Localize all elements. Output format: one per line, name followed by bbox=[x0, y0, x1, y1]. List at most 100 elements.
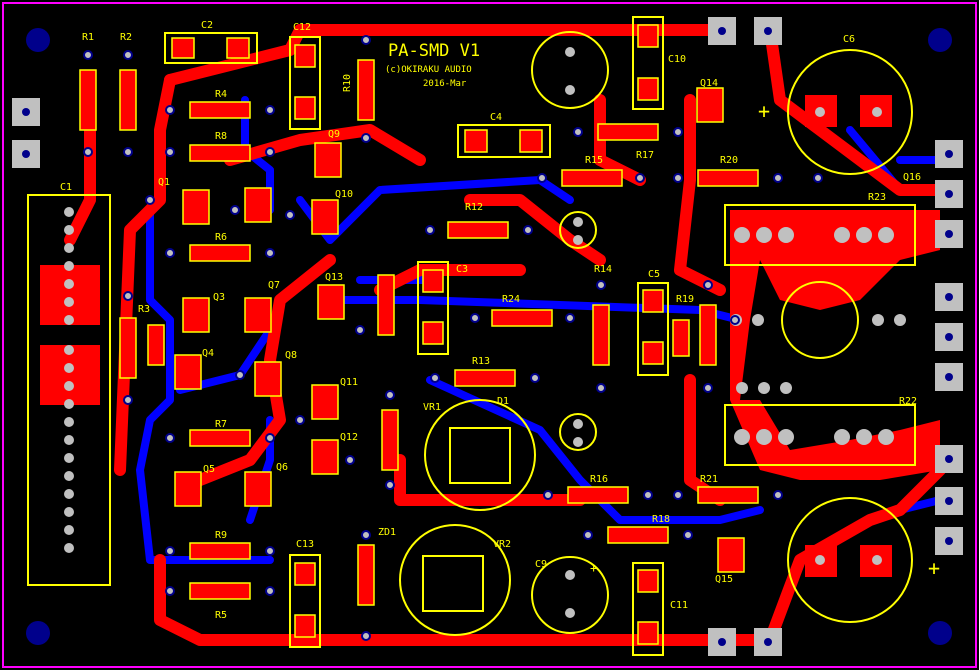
label-r1: R1 bbox=[82, 32, 94, 43]
d2-outline bbox=[559, 413, 597, 451]
vr2-body bbox=[422, 555, 484, 612]
smd-pads bbox=[79, 24, 759, 645]
label-plus-c9: + bbox=[590, 561, 597, 575]
label-plus-c6: + bbox=[758, 99, 770, 123]
vr1-body bbox=[449, 427, 511, 484]
label-c2: C2 bbox=[201, 20, 213, 31]
label-q4: Q4 bbox=[202, 348, 214, 359]
label-q12: Q12 bbox=[340, 432, 358, 443]
label-r4: R4 bbox=[215, 89, 227, 100]
label-r10: R10 bbox=[342, 74, 353, 92]
label-q5: Q5 bbox=[203, 464, 215, 475]
c10-outline bbox=[632, 16, 664, 110]
silkscreen bbox=[27, 16, 916, 656]
heatsink-ring bbox=[781, 281, 859, 359]
r22-outline bbox=[724, 404, 916, 466]
label-c11: C11 bbox=[670, 600, 688, 611]
c3-outline bbox=[417, 261, 449, 355]
label-c1: C1 bbox=[60, 182, 72, 193]
mounting-holes bbox=[26, 28, 952, 645]
label-q8: Q8 bbox=[285, 350, 297, 361]
label-r15: R15 bbox=[585, 155, 603, 166]
transistors bbox=[174, 87, 745, 573]
c1-pins bbox=[64, 207, 74, 553]
mount-hole-br bbox=[928, 621, 952, 645]
label-q1: Q1 bbox=[158, 177, 170, 188]
label-r8: R8 bbox=[215, 131, 227, 142]
label-c4: C4 bbox=[490, 112, 502, 123]
label-r13: R13 bbox=[472, 356, 490, 367]
vr2-outline bbox=[399, 524, 511, 636]
c8-outline bbox=[531, 31, 609, 109]
label-r12: R12 bbox=[465, 202, 483, 213]
label-r20: R20 bbox=[720, 155, 738, 166]
label-c6: C6 bbox=[843, 34, 855, 45]
label-q16: Q16 bbox=[903, 172, 921, 183]
label-c10: C10 bbox=[668, 54, 686, 65]
label-zd1: ZD1 bbox=[378, 527, 396, 538]
label-r5: R5 bbox=[215, 610, 227, 621]
label-vr1: VR1 bbox=[423, 402, 441, 413]
label-r21: R21 bbox=[700, 474, 718, 485]
connector-holes bbox=[22, 27, 953, 646]
label-plus-c7: + bbox=[928, 556, 940, 580]
board-copyright: (c)OKIRAKU AUDIO bbox=[385, 65, 472, 75]
label-c9: C9 bbox=[535, 559, 547, 570]
c2-outline bbox=[164, 32, 258, 64]
designators: R1 R2 C2 C12 R10 C10 C6 C4 R4 R8 Q14 R17… bbox=[60, 20, 940, 621]
pour-c1-a bbox=[40, 265, 100, 325]
label-d1: D1 bbox=[497, 396, 509, 407]
label-r24: R24 bbox=[502, 294, 520, 305]
mount-hole-tr bbox=[928, 28, 952, 52]
label-r9: R9 bbox=[215, 530, 227, 541]
vias bbox=[83, 35, 823, 641]
pour-right-lower bbox=[730, 400, 940, 480]
label-r23: R23 bbox=[868, 192, 886, 203]
label-r17: R17 bbox=[636, 150, 654, 161]
label-q7: Q7 bbox=[268, 280, 280, 291]
label-q11: Q11 bbox=[340, 377, 358, 388]
label-q9: Q9 bbox=[328, 129, 340, 140]
mount-hole-bl bbox=[26, 621, 50, 645]
c7-outline bbox=[787, 497, 913, 623]
label-r16: R16 bbox=[590, 474, 608, 485]
label-r7: R7 bbox=[215, 419, 227, 430]
label-c5: C5 bbox=[648, 269, 660, 280]
label-r22: R22 bbox=[899, 396, 917, 407]
label-r6: R6 bbox=[215, 232, 227, 243]
c5-outline bbox=[637, 282, 669, 376]
label-c3: C3 bbox=[456, 264, 468, 275]
c11-outline bbox=[632, 562, 664, 656]
label-q13: Q13 bbox=[325, 272, 343, 283]
label-r3: R3 bbox=[138, 304, 150, 315]
label-vr2: VR2 bbox=[493, 539, 511, 550]
c12-outline bbox=[289, 36, 321, 130]
r23-outline bbox=[724, 204, 916, 266]
label-r18: R18 bbox=[652, 514, 670, 525]
d1-outline bbox=[559, 211, 597, 249]
pour-c1-b bbox=[40, 345, 100, 405]
label-r2: R2 bbox=[120, 32, 132, 43]
board-title: PA-SMD V1 bbox=[388, 41, 480, 61]
label-q15: Q15 bbox=[715, 574, 733, 585]
label-q6: Q6 bbox=[276, 462, 288, 473]
c4-outline bbox=[457, 124, 551, 158]
board-date: 2016-Mar bbox=[423, 79, 467, 89]
label-q14: Q14 bbox=[700, 78, 718, 89]
pour-right-upper bbox=[730, 210, 940, 400]
copper-pours bbox=[40, 95, 940, 577]
mount-hole-tl bbox=[26, 28, 50, 52]
label-c12: C12 bbox=[293, 22, 311, 33]
label-r19: R19 bbox=[676, 294, 694, 305]
label-q10: Q10 bbox=[335, 189, 353, 200]
c13-outline bbox=[289, 554, 321, 648]
label-c13: C13 bbox=[296, 539, 314, 550]
c6-outline bbox=[787, 49, 913, 175]
label-q3: Q3 bbox=[213, 292, 225, 303]
vr1-outline bbox=[424, 399, 536, 511]
c9-outline bbox=[531, 556, 609, 634]
c1-outline bbox=[27, 194, 111, 586]
label-r14: R14 bbox=[594, 264, 612, 275]
